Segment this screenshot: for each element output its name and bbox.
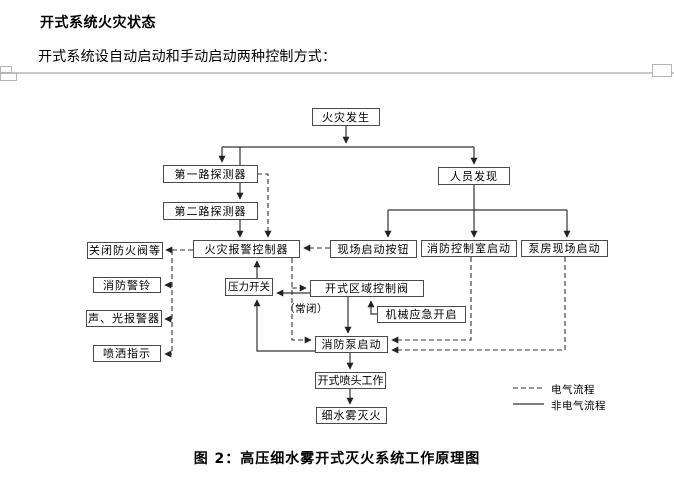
node-open-zone-valve: 开式区域控制阀 bbox=[310, 280, 424, 297]
node-person-discovers: 人员发现 bbox=[438, 167, 510, 185]
normally-closed-annotation: （常闭） bbox=[284, 303, 328, 315]
page-break-line bbox=[0, 72, 674, 74]
node-fire-bell: 消防警铃 bbox=[93, 277, 161, 293]
node-detector-loop2: 第二路探测器 bbox=[163, 202, 258, 220]
node-pump-room-start: 泵房现场启动 bbox=[521, 240, 608, 257]
node-spray-indicator: 喷洒指示 bbox=[93, 345, 161, 362]
node-fire-alarm-controller: 火灾报警控制器 bbox=[193, 240, 300, 258]
node-close-fire-damper: 关闭防火阀等 bbox=[87, 242, 163, 259]
dashed-connectors bbox=[164, 173, 566, 389]
node-detector-loop1: 第一路探测器 bbox=[163, 165, 258, 183]
figure-caption: 图 2：高压细水雾开式灭火系统工作原理图 bbox=[193, 451, 481, 467]
section-heading: 开式系统火灾状态 bbox=[40, 15, 156, 31]
page-corner-marker bbox=[0, 66, 12, 73]
intro-paragraph: 开式系统设自动启动和手动启动两种控制方式： bbox=[38, 49, 337, 65]
legend-non-electric-label: 非电气流程 bbox=[551, 400, 606, 412]
node-local-start-button: 现场启动按钮 bbox=[330, 240, 417, 258]
page-corner-marker bbox=[652, 64, 672, 77]
node-fire-pump-start: 消防泵启动 bbox=[315, 336, 388, 353]
node-control-room-start: 消防控制室启动 bbox=[421, 240, 517, 257]
node-fire-occurs: 火灾发生 bbox=[312, 108, 380, 126]
page-corner-marker bbox=[0, 73, 17, 81]
node-sound-light-alarm: 声、光报警器 bbox=[86, 310, 162, 327]
node-mechanical-emergency-open: 机械应急开启 bbox=[377, 306, 466, 323]
node-open-nozzle-working: 开式喷头工作 bbox=[315, 372, 386, 389]
node-pressure-switch: 压力开关 bbox=[225, 278, 273, 296]
solid-connectors bbox=[218, 126, 571, 405]
legend-electric-label: 电气流程 bbox=[551, 384, 595, 396]
node-water-mist-extinguish: 细水雾灭火 bbox=[316, 407, 387, 424]
